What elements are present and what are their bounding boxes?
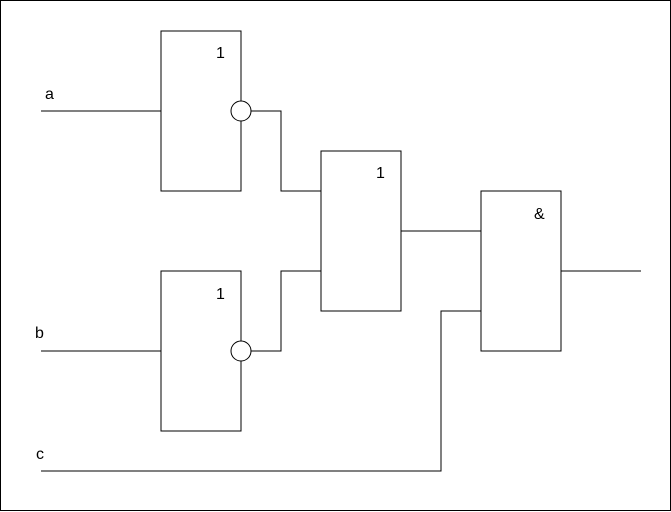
gate-bottom-left-label: 1 <box>216 286 225 303</box>
gate-right-label: & <box>534 206 545 223</box>
gate-top-left-inversion-bubble <box>230 100 252 122</box>
gate-top-left-label: 1 <box>216 45 225 62</box>
wire-input-c <box>41 310 481 472</box>
gate-top-left <box>160 30 242 192</box>
gate-middle-label: 1 <box>376 165 385 182</box>
input-label-c: c <box>36 446 44 463</box>
gate-right <box>480 190 562 352</box>
gate-bottom-left <box>160 270 242 432</box>
wire-bottom-left-to-middle <box>251 270 321 352</box>
input-label-b: b <box>35 325 44 342</box>
wire-top-left-to-middle <box>251 110 321 192</box>
gate-bottom-left-inversion-bubble <box>230 340 252 362</box>
input-label-a: a <box>45 86 54 103</box>
gate-middle <box>320 150 402 312</box>
